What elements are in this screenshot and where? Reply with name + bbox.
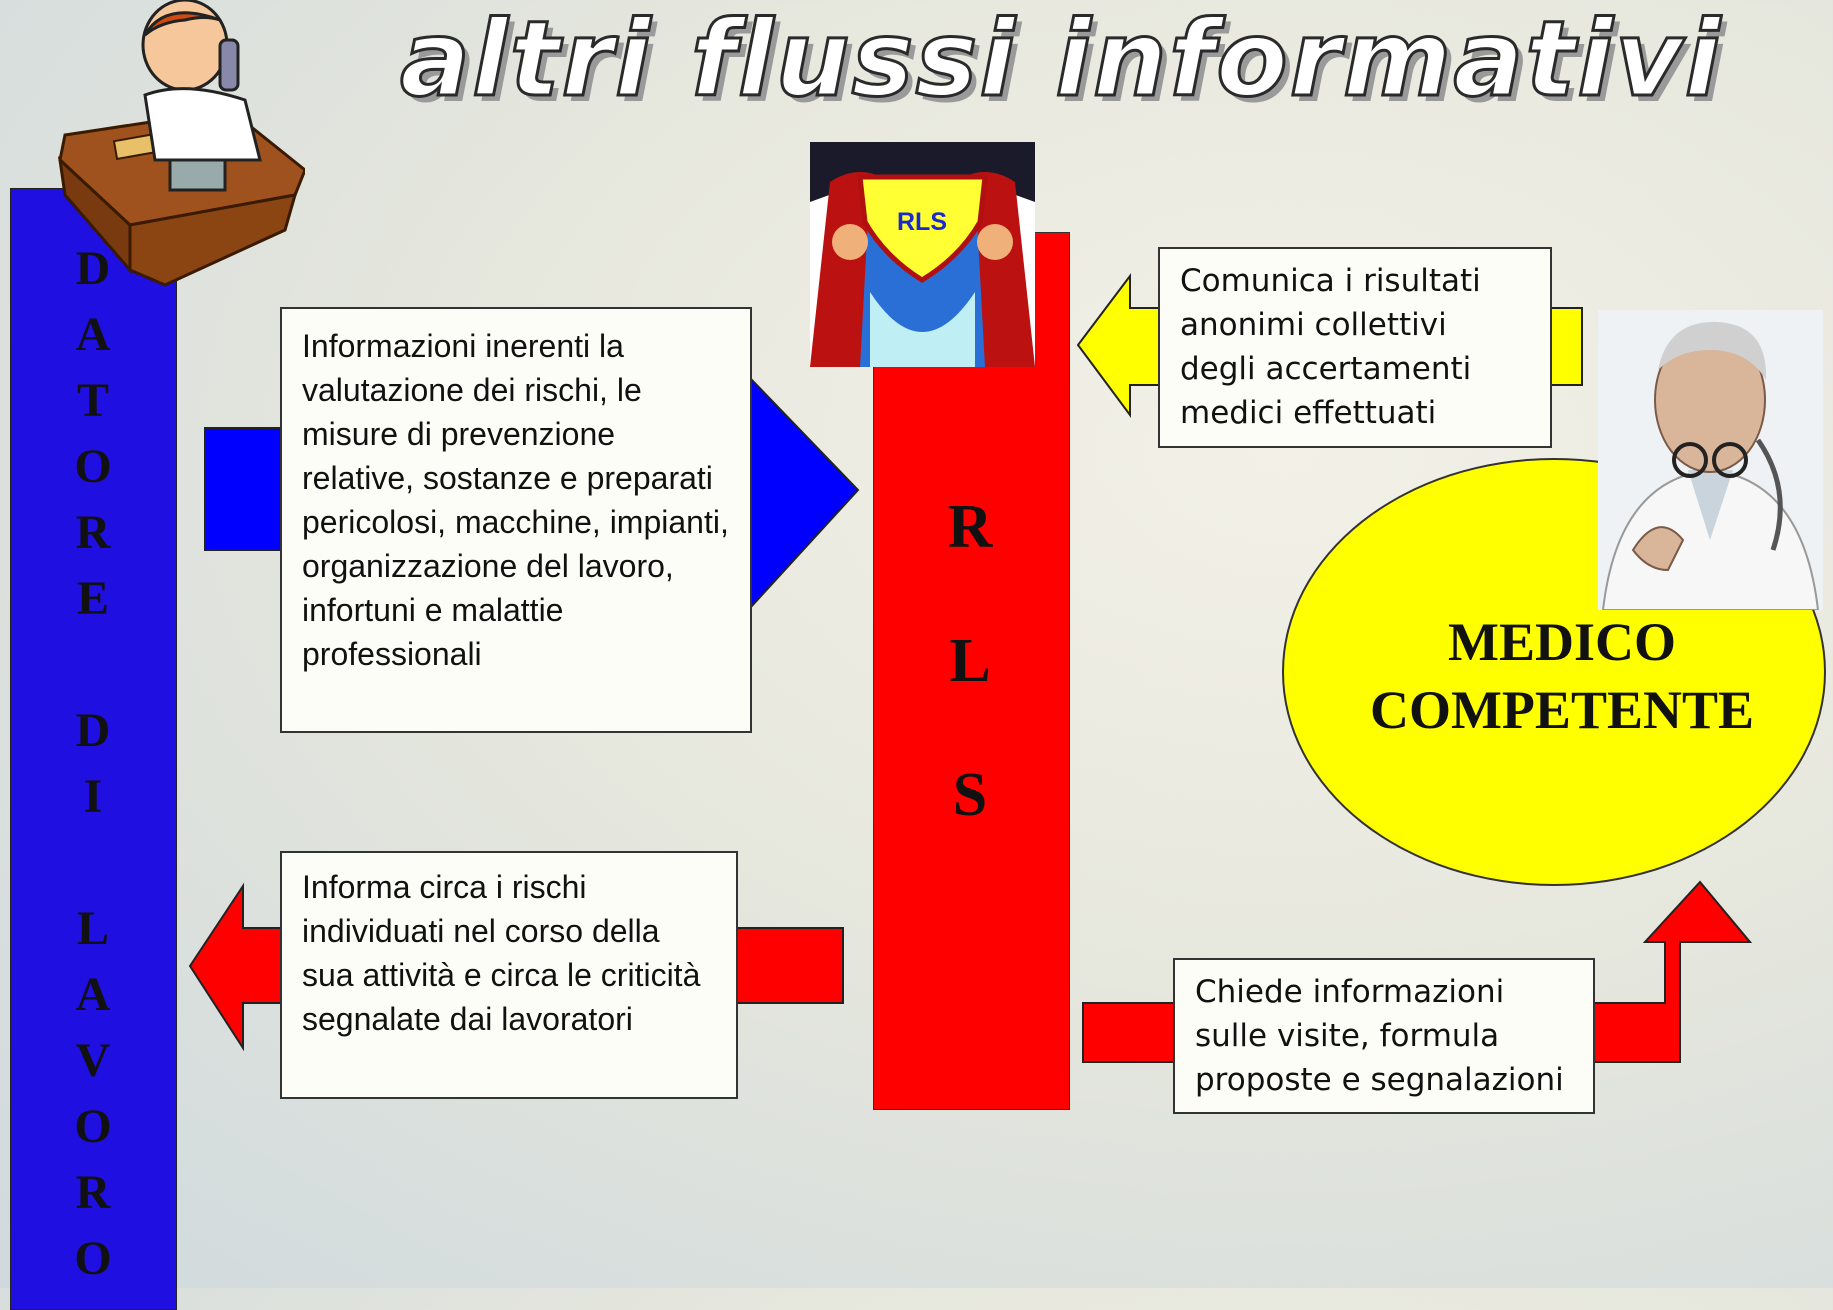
box-informazioni: Informazioni inerenti la valutazione dei… — [280, 307, 752, 733]
medico-competente-label: MEDICO COMPETENTE — [1369, 612, 1755, 740]
datore-letter: I — [83, 770, 103, 823]
datore-letter: T — [76, 374, 109, 427]
rls-bar — [873, 232, 1070, 1110]
datore-letter: O — [74, 1232, 112, 1285]
box-comunica: Comunica i risultati anonimi collettivi … — [1158, 247, 1552, 448]
rls-vertical-label: R L S — [947, 493, 993, 829]
page-title: altri flussi informativi — [399, 0, 1723, 122]
datore-letter: R — [75, 1166, 111, 1219]
box-informa: Informa circa i rischi individuati nel c… — [280, 851, 738, 1099]
box-chiede: Chiede informazioni sulle visite, formul… — [1173, 958, 1595, 1114]
datore-letter: A — [75, 308, 111, 361]
datore-letter: D — [75, 704, 111, 757]
superhero-rls-icon: RLS — [810, 142, 1035, 367]
datore-letter: A — [75, 968, 111, 1021]
phone-person-desk-icon — [57, 0, 305, 287]
datore-letter: V — [75, 1034, 111, 1087]
datore-letter — [58, 830, 128, 896]
datore-letter: R — [75, 506, 111, 559]
datore-letter: O — [74, 440, 112, 493]
datore-letter: D — [75, 242, 111, 295]
rls-badge: RLS — [897, 208, 947, 236]
datore-letter: O — [74, 1100, 112, 1153]
datore-di-lavoro-bar — [10, 188, 177, 1310]
datore-letter: E — [76, 572, 109, 625]
datore-letter — [58, 632, 128, 698]
datore-letter: L — [76, 902, 109, 955]
doctor-icon — [1598, 310, 1823, 610]
